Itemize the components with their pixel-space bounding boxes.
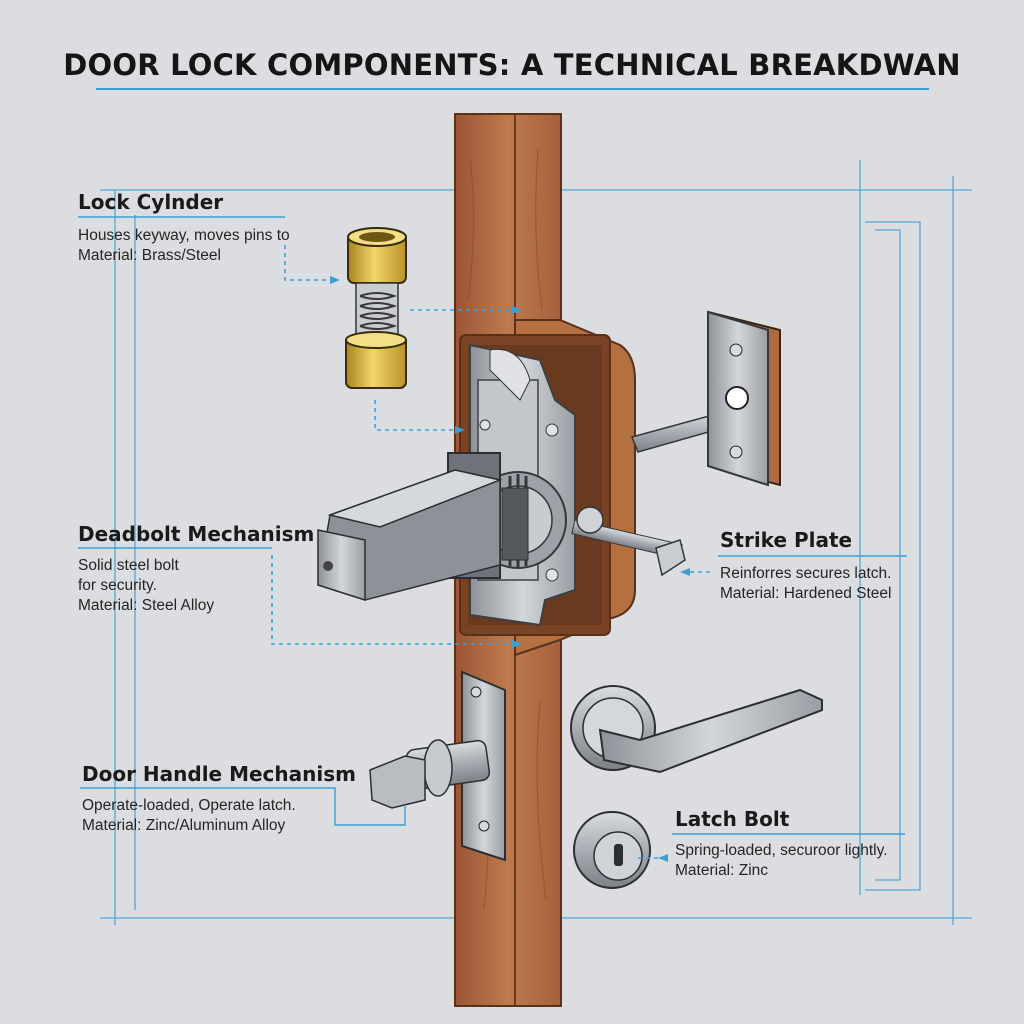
callout-arrowheads bbox=[330, 276, 690, 862]
door-handle-label: Door Handle Mechanism Operate-loaded, Op… bbox=[82, 762, 356, 836]
latch-bolt-title: Latch Bolt bbox=[675, 807, 790, 831]
strike-plate-label: Strike Plate Reinforres secures latch. M… bbox=[720, 528, 891, 604]
latch-rod bbox=[571, 506, 686, 577]
door-handle-part bbox=[369, 670, 506, 862]
latch-bolt-label: Latch Bolt Spring-loaded, securoor light… bbox=[675, 807, 888, 881]
door-handle-material: Material: Zinc/Aluminum Alloy bbox=[82, 817, 286, 834]
latch-bolt-desc: Spring-loaded, securoor lightly. bbox=[675, 842, 888, 859]
lock-cylinder-title: Lock Cylnder bbox=[78, 190, 224, 214]
lock-cylinder-part bbox=[345, 227, 407, 389]
door-handle-desc: Operate-loaded, Operate latch. bbox=[82, 797, 296, 814]
deadbolt-material: Material: Steel Alloy bbox=[78, 597, 215, 614]
callout-solid-lines bbox=[78, 216, 907, 835]
lever-handle-part bbox=[570, 685, 823, 774]
page-title: DOOR LOCK COMPONENTS: A TECHNICAL BREAKD… bbox=[63, 48, 961, 82]
deadbolt-desc-1: Solid steel bolt bbox=[78, 557, 179, 574]
lock-cylinder-material: Material: Brass/Steel bbox=[78, 247, 221, 264]
deadbolt-label: Deadbolt Mechanism Solid steel bolt for … bbox=[78, 522, 314, 616]
lock-cylinder-desc: Houses keyway, moves pins to bbox=[78, 227, 290, 244]
deadbolt-desc-2: for security. bbox=[78, 577, 157, 594]
deadbolt-title: Deadbolt Mechanism bbox=[78, 522, 315, 546]
latch-bolt-part bbox=[573, 811, 651, 889]
lock-cylinder-label: Lock Cylnder Houses keyway, moves pins t… bbox=[78, 190, 290, 266]
strike-plate-part bbox=[630, 310, 781, 487]
deadbolt-bolt bbox=[317, 452, 529, 602]
door-handle-title: Door Handle Mechanism bbox=[82, 762, 356, 786]
strike-plate-material: Material: Hardened Steel bbox=[720, 585, 892, 602]
title-underline bbox=[96, 88, 929, 90]
strike-plate-title: Strike Plate bbox=[720, 528, 853, 552]
strike-plate-desc: Reinforres secures latch. bbox=[720, 565, 892, 582]
blueprint-guides bbox=[100, 160, 972, 925]
latch-bolt-material: Material: Zinc bbox=[675, 862, 769, 879]
